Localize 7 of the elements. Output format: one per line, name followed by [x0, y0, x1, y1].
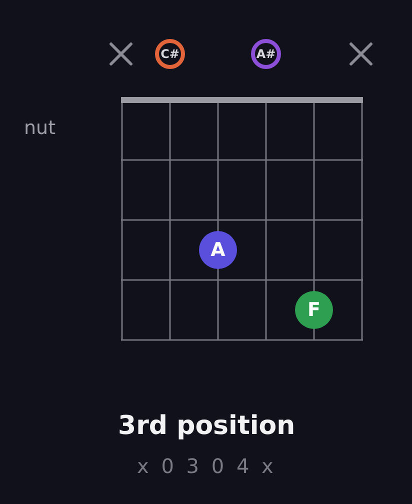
chord-title: 3rd position — [118, 411, 296, 441]
finger-dot: F — [295, 291, 333, 329]
finger-dot: A — [199, 231, 237, 269]
open-string-ring: A# — [251, 39, 281, 69]
nut-label: nut — [24, 117, 56, 139]
open-string-ring: C# — [155, 39, 185, 69]
fingering-text: x 0 3 0 4 x — [137, 454, 276, 478]
